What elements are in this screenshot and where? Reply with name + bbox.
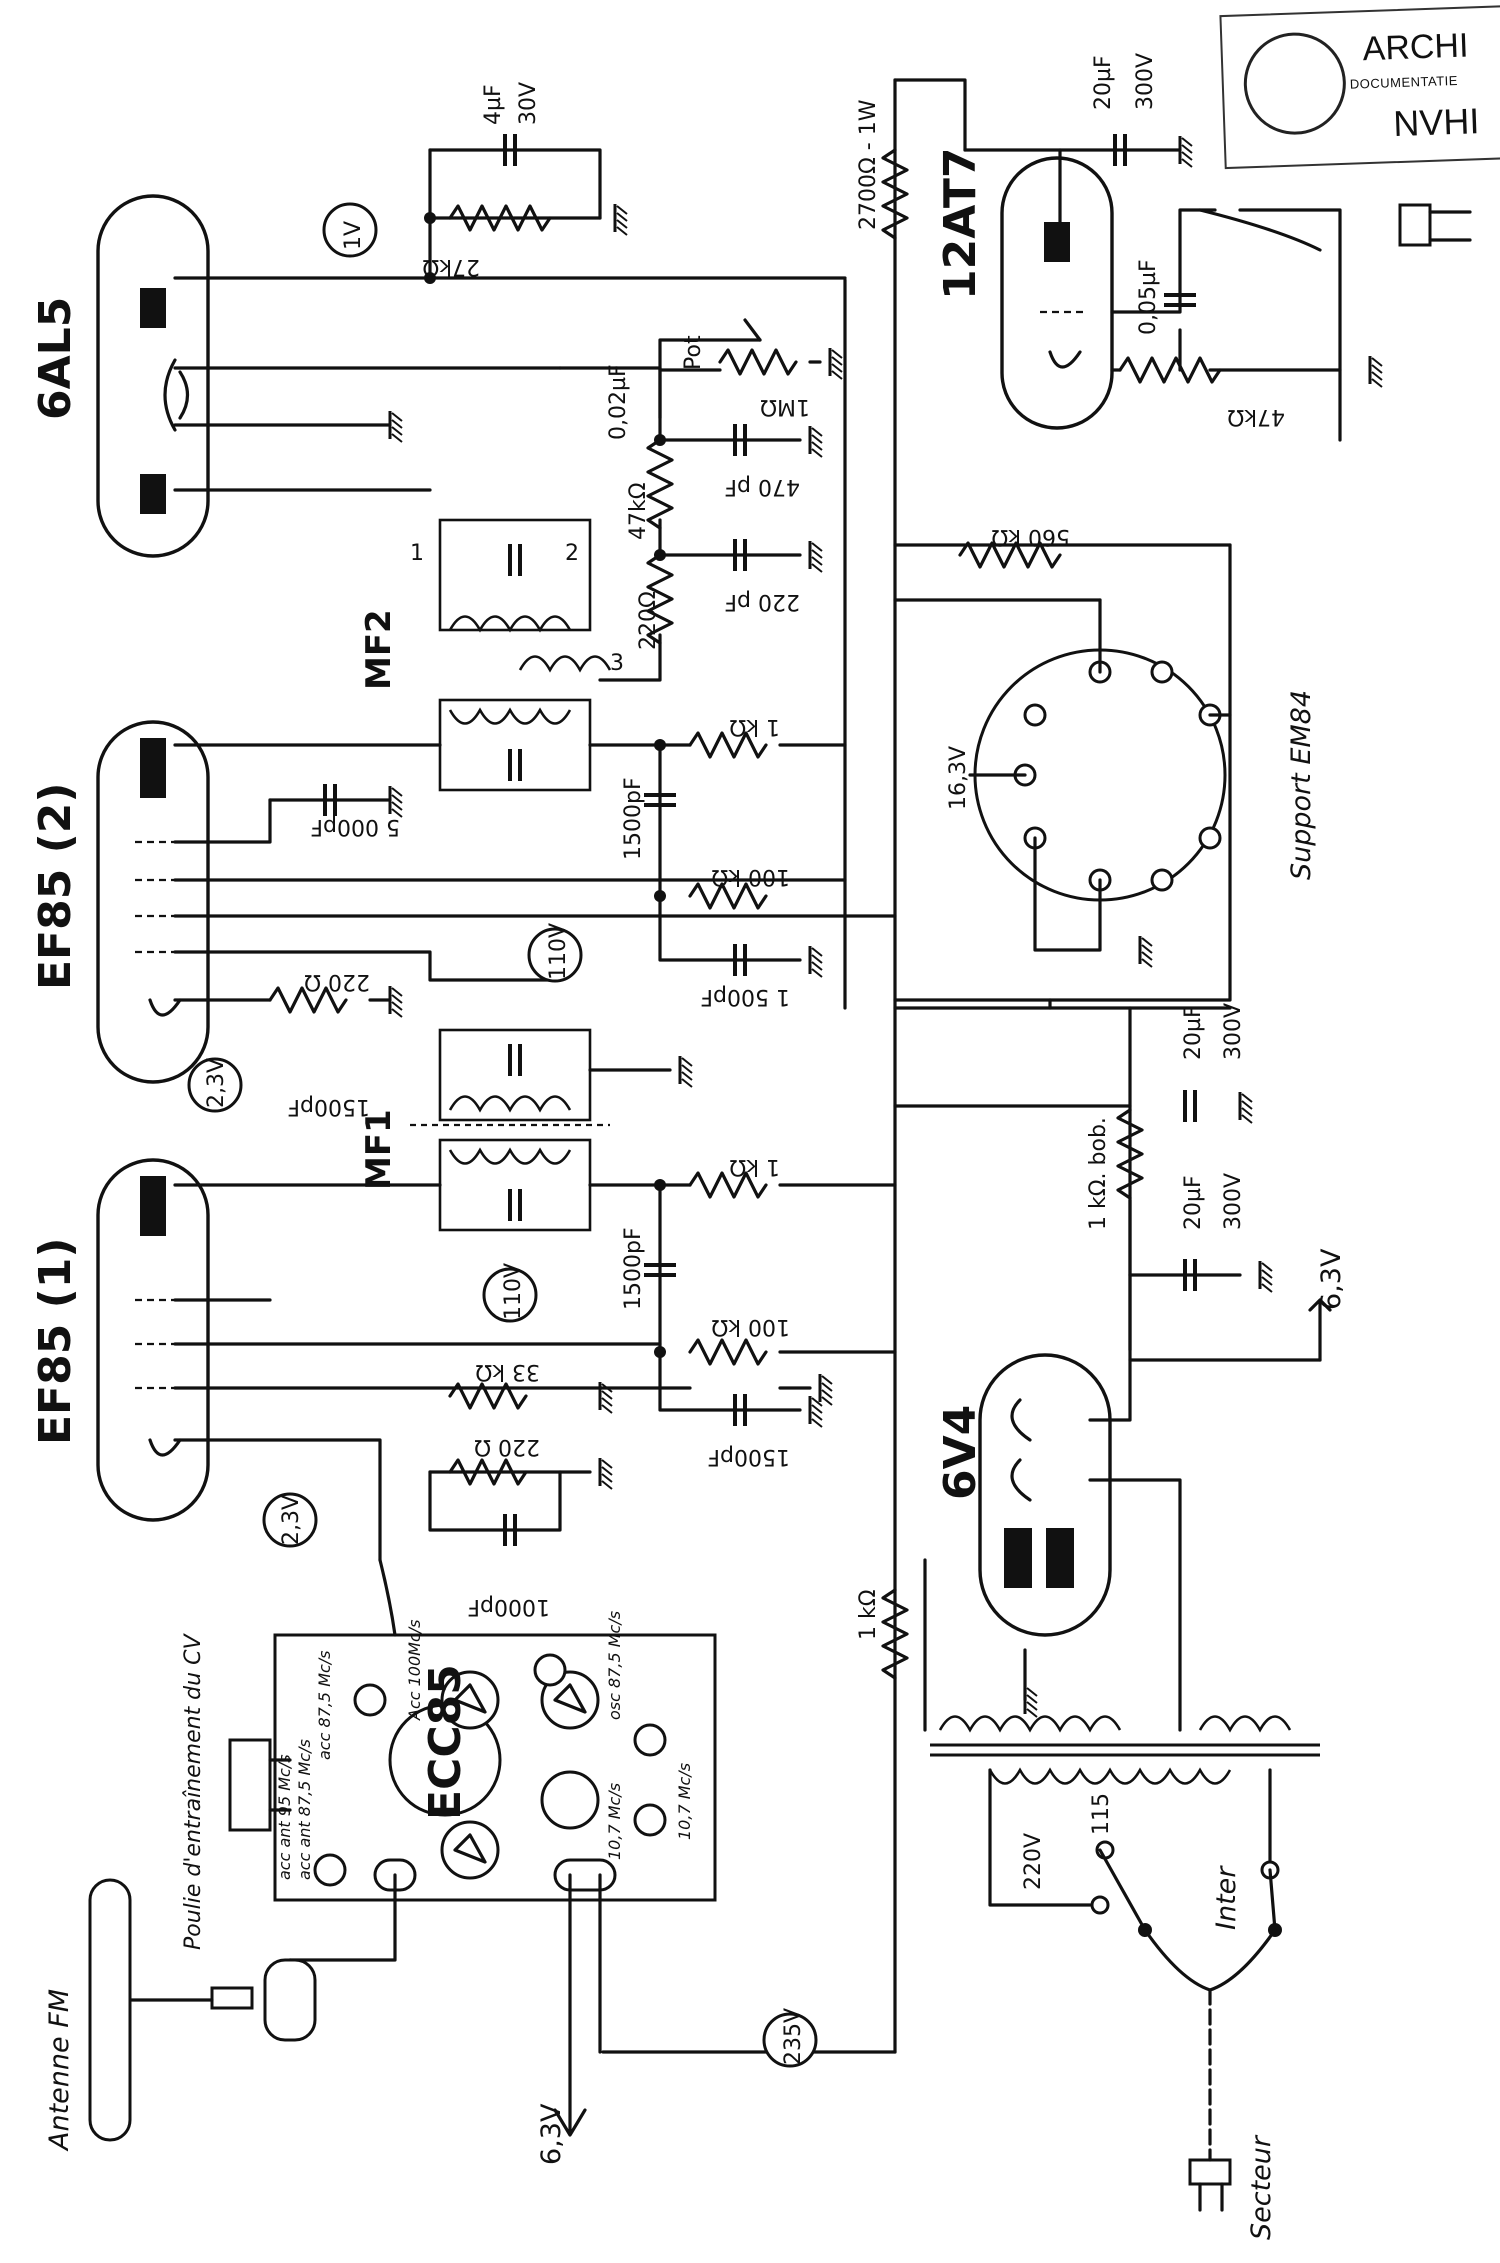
tuner-block — [88, 1558, 717, 2142]
r1k-b-label: 1 kΩ — [729, 1154, 780, 1179]
r47k-a-label: 47kΩ — [1227, 404, 1285, 429]
tube-6al5-label: 6AL5 — [30, 297, 81, 420]
r1kbob-label: 1 kΩ. bob. — [1086, 1117, 1111, 1230]
tube-ef85-2-label: EF85 (2) — [30, 783, 81, 991]
c4uf-label: 4µF — [481, 84, 506, 125]
v23b-label: 2,3V — [279, 1495, 304, 1545]
accant-label: acc ant 95 Mc/s — [275, 1754, 294, 1880]
c300v-a-label: 300V — [1133, 53, 1158, 110]
c20uf-b-label: 20µF — [1181, 1005, 1206, 1060]
mf1-label: MF1 — [359, 1109, 399, 1190]
r560k-label: 560 kΩ — [991, 524, 1070, 549]
c1500-e-label: 1500pF — [707, 1444, 790, 1469]
c1500-d-label: 1500pF — [621, 1227, 646, 1310]
accant2-label: acc ant 87,5 Mc/s — [295, 1739, 314, 1880]
r47k-b-label: 47kΩ — [626, 482, 651, 540]
tube-ef85-1-label: EF85 (1) — [30, 1238, 81, 1446]
c002-label: 0,02µF — [606, 364, 631, 440]
c220p-label: 220 pF — [724, 589, 800, 614]
r100k-a-label: 100 kΩ — [711, 864, 790, 889]
voltage-markers — [187, 202, 818, 2068]
acc875-label: acc 87,5 Mc/s — [315, 1650, 334, 1760]
v115-label: 115 — [1089, 1793, 1114, 1835]
pin2-label: 2 — [565, 541, 579, 566]
tube-ef85-1 — [96, 1158, 210, 1522]
v63a-label: 6,3V — [536, 2103, 567, 2165]
r220-c-label: 220 Ω — [474, 1434, 540, 1459]
v220-label: 220V — [1021, 1833, 1046, 1890]
inter-label: Inter — [1211, 1865, 1242, 1930]
c300v-c-label: 300V — [1221, 1173, 1246, 1230]
v110b-label: 110V — [501, 1263, 526, 1320]
tube-6v4-label: 6V4 — [935, 1405, 986, 1500]
c20uf-a-label: 20µF — [1091, 55, 1116, 110]
poulie-label: Poulie d'entraînement du CV — [181, 1633, 206, 1950]
audio-network — [558, 318, 844, 682]
acc100-label: Acc 100Mc/s — [405, 1620, 424, 1722]
secteur-label: Secteur — [1246, 2134, 1277, 2240]
r220-b-label: 220 Ω — [304, 969, 370, 994]
tube-ef85-2 — [96, 720, 210, 1084]
c470-label: 470 pF — [724, 474, 800, 499]
detector-wiring — [173, 132, 847, 492]
antenne-label: Antenne FM — [44, 1989, 75, 2152]
v23a-label: 2,3V — [204, 1058, 229, 1108]
r27k-label: 27kΩ — [422, 254, 480, 279]
v110a-label: 110V — [546, 923, 571, 980]
tube-6al5 — [96, 194, 210, 558]
power-supply — [923, 998, 1332, 2212]
c300v-b-label: 300V — [1221, 1003, 1246, 1060]
tube-12at7-label: 12AT7 — [935, 148, 986, 301]
r1k-c-label: 1 kΩ — [856, 1589, 881, 1640]
r100k-b-label: 100 kΩ — [711, 1314, 790, 1339]
c20uf-c-label: 20µF — [1181, 1175, 1206, 1230]
v1-label: 1V — [341, 221, 366, 250]
tube-12at7 — [1000, 156, 1114, 430]
r2700-label: 2700Ω - 1W — [856, 99, 881, 230]
c5000-label: 5 000pF — [310, 814, 400, 839]
if107b-label: 10,7 Mc/s — [605, 1783, 624, 1860]
support-label: Support EM84 — [1286, 690, 1317, 880]
c30v-label: 30V — [516, 82, 541, 125]
resistors — [268, 148, 1222, 1680]
v63b-label: 6,3V — [1316, 1248, 1347, 1310]
em84-socket — [968, 598, 1232, 969]
r1m-label: 1MΩ — [760, 394, 810, 419]
c005-label: 0,05µF — [1136, 259, 1161, 335]
if-wiring — [173, 739, 897, 1562]
c1000-label: 1000pF — [467, 1594, 550, 1619]
v235-label: 235V — [781, 2008, 806, 2065]
if-transformers — [410, 518, 694, 1232]
pot-label: Pot — [681, 335, 706, 370]
c1500-a-label: 1500pF — [621, 777, 646, 860]
pin3-label: 3 — [610, 651, 624, 676]
r220-a-label: 220Ω — [636, 591, 661, 650]
r33k-label: 33 kΩ — [475, 1359, 540, 1384]
mf2-label: MF2 — [359, 609, 399, 690]
tube-ecc85-label: ECC85 — [420, 1664, 471, 1820]
pin1-label: 1 — [410, 541, 424, 566]
if107-label: 10,7 Mc/s — [675, 1763, 694, 1840]
osc875-label: osc 87,5 Mc/s — [605, 1611, 624, 1720]
output-stage — [963, 132, 1472, 442]
v163-label: 16,3V — [946, 746, 971, 810]
c1500-c-label: 1500pF — [287, 1094, 370, 1119]
tube-6v4 — [978, 1353, 1112, 1637]
r1k-a-label: 1 kΩ — [729, 714, 780, 739]
c1500-b-label: 1 500pF — [700, 984, 790, 1009]
